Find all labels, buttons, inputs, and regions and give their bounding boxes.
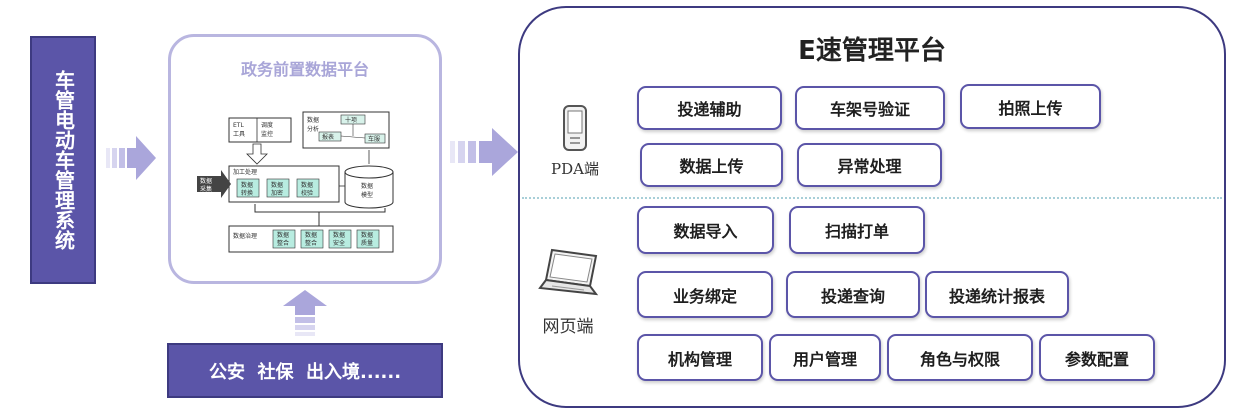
- svg-text:安全: 安全: [333, 239, 345, 247]
- up-arrow-icon: [281, 290, 329, 336]
- laptop-icon: [538, 248, 600, 304]
- vehicle-label: 车服: [368, 135, 380, 143]
- module-business-binding: 业务绑定: [637, 271, 773, 318]
- section-divider: [522, 197, 1222, 199]
- external-sources-label: 公安 社保 出入境......: [208, 361, 402, 383]
- module-data-upload: 数据上传: [640, 143, 783, 187]
- svg-text:数据: 数据: [301, 181, 313, 189]
- module-vin-verify: 车架号验证: [795, 86, 945, 130]
- module-user-management: 用户管理: [769, 334, 881, 381]
- svg-text:转换: 转换: [241, 189, 253, 197]
- e-speed-platform-title: E速管理平台: [798, 36, 946, 66]
- module-scan-print: 扫描打单: [789, 206, 925, 254]
- svg-text:质量: 质量: [361, 239, 373, 247]
- svg-text:数据: 数据: [277, 231, 289, 239]
- tools-label: 工具: [233, 131, 245, 138]
- svg-text:数据: 数据: [271, 181, 283, 189]
- dispatch-label-b: 监控: [261, 130, 273, 138]
- module-delivery-query: 投递查询: [786, 271, 920, 318]
- report-label: 报表: [322, 133, 334, 141]
- module-data-import: 数据导入: [637, 206, 774, 254]
- analysis-label-a: 数据: [307, 116, 319, 124]
- processing-label: 加工处理: [233, 168, 257, 176]
- svg-text:加密: 加密: [271, 189, 283, 197]
- vehicle-management-system-box: 车管电动车管理系统: [30, 36, 96, 284]
- vehicle-management-system-label: 车管电动车管理系统: [51, 70, 76, 250]
- ten-rows-label: 十项: [345, 116, 357, 124]
- gov-data-platform-title: 政务前置数据平台: [240, 60, 369, 79]
- model-label-b: 模型: [361, 191, 373, 199]
- analysis-label-b: 分析: [307, 125, 319, 133]
- svg-text:整合: 整合: [277, 239, 289, 247]
- web-label: 网页端: [542, 317, 594, 337]
- module-org-management: 机构管理: [637, 334, 763, 381]
- module-param-config: 参数配置: [1039, 334, 1155, 381]
- svg-text:数据: 数据: [241, 181, 253, 189]
- pda-device-icon: [562, 104, 590, 158]
- pda-label: PDA端: [551, 160, 599, 178]
- right-arrow-icon: [106, 134, 158, 182]
- right-arrow-icon: [450, 126, 520, 178]
- model-label-a: 数据: [361, 182, 373, 190]
- data-platform-architecture-diagram: ETL 工具 调度 监控 数据 分析 十项 报表 车服 加工处理 数据 转换 数…: [197, 111, 394, 253]
- svg-text:数据: 数据: [333, 231, 345, 239]
- module-exception-handling: 异常处理: [797, 143, 942, 187]
- svg-text:整合: 整合: [305, 239, 317, 247]
- governance-label: 数据治理: [233, 232, 257, 240]
- module-delivery-assist: 投递辅助: [637, 86, 782, 130]
- dispatch-label-a: 调度: [261, 121, 273, 129]
- module-photo-upload: 拍照上传: [960, 84, 1101, 129]
- external-sources-box: 公安 社保 出入境......: [167, 343, 443, 398]
- collect-label-a: 数据: [200, 177, 212, 185]
- module-delivery-report: 投递统计报表: [925, 271, 1069, 318]
- svg-text:数据: 数据: [305, 231, 317, 239]
- svg-text:数据: 数据: [361, 231, 373, 239]
- collect-label-b: 采集: [200, 185, 212, 193]
- module-role-permission: 角色与权限: [887, 334, 1033, 381]
- etl-label: ETL: [233, 122, 244, 129]
- svg-text:校验: 校验: [301, 189, 313, 197]
